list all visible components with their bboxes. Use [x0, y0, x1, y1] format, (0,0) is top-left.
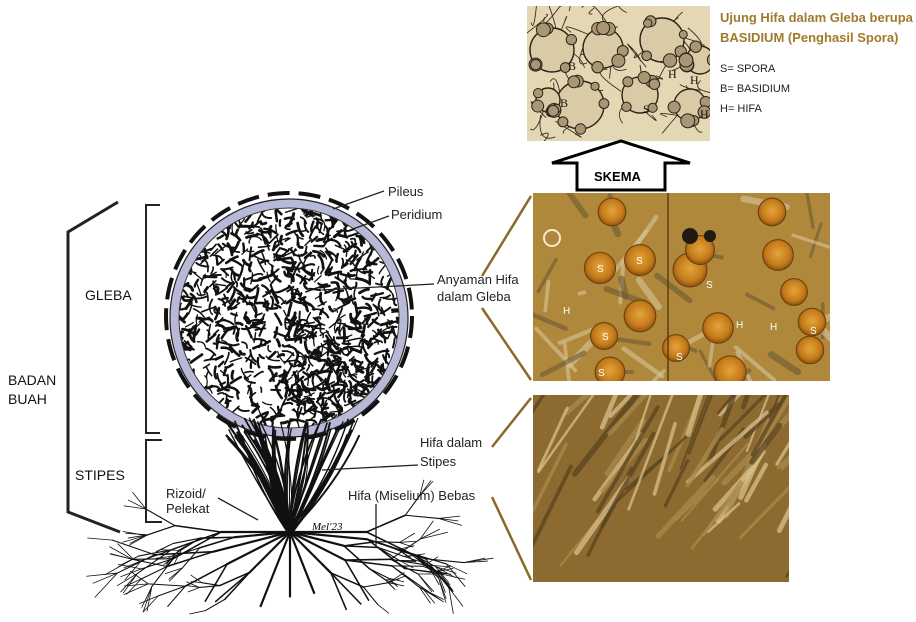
zoom-connectors [482, 196, 531, 580]
gleba-bracket [146, 205, 160, 433]
pileus-leader [333, 191, 384, 209]
sketch-letter: H [690, 73, 699, 87]
pileus-label: Pileus [388, 184, 424, 199]
badan-buah-label-1: BADAN [8, 372, 56, 388]
rizoid-label-1: Rizoid/ [166, 486, 206, 501]
badan-buah-label-2: BUAH [8, 391, 47, 407]
panel-title-1: Ujung Hifa dalam Gleba berupa [720, 10, 914, 25]
micrograph-letter: S [598, 368, 605, 379]
panel-title-2: BASIDIUM (Penghasil Spora) [720, 30, 898, 45]
hifa-stipes-label-1: Hifa dalam [420, 435, 482, 450]
gleba-label: GLEBA [85, 287, 132, 303]
micrograph-letter: S [636, 256, 643, 267]
key-spora: S= SPORA [720, 63, 776, 75]
sketch-letter: B [568, 59, 576, 73]
micrograph-letter: H [736, 320, 743, 331]
anyaman-label-2: dalam Gleba [437, 289, 511, 304]
anyaman-label-1: Anyaman Hifa [437, 272, 519, 287]
micrograph-letter: H [563, 306, 570, 317]
stipes-bracket [146, 440, 162, 522]
key-hifa: H= HIFA [720, 103, 763, 115]
rizoid-leader [218, 498, 258, 520]
skema-label: SKEMA [594, 169, 642, 184]
key-basidium: B= BASIDIUM [720, 83, 790, 95]
micrograph-letter: S [706, 280, 713, 291]
stipes-label: STIPES [75, 467, 125, 483]
miselium-label: Hifa (Miselium) Bebas [348, 488, 476, 503]
micrograph-letter: S [602, 332, 609, 343]
sketch-letter: H [668, 67, 677, 81]
peridium-label: Peridium [391, 207, 442, 222]
sketch-letter: S [643, 102, 650, 116]
fruiting-body [87, 193, 494, 614]
micrograph-letter: S [810, 326, 817, 337]
micrograph-letter: S [597, 264, 604, 275]
micrograph-letter: H [770, 322, 777, 333]
micrograph-letter: S [676, 352, 683, 363]
hifa-stipes-label-2: Stipes [420, 454, 457, 469]
signature: Mel'23 [311, 521, 343, 533]
sketch-letter: H [700, 107, 709, 121]
gleba-micrograph: S S S S S S H H H S [533, 191, 854, 401]
rizoid-label-2: Pelekat [166, 501, 210, 516]
sketch-letter: B [560, 96, 568, 110]
